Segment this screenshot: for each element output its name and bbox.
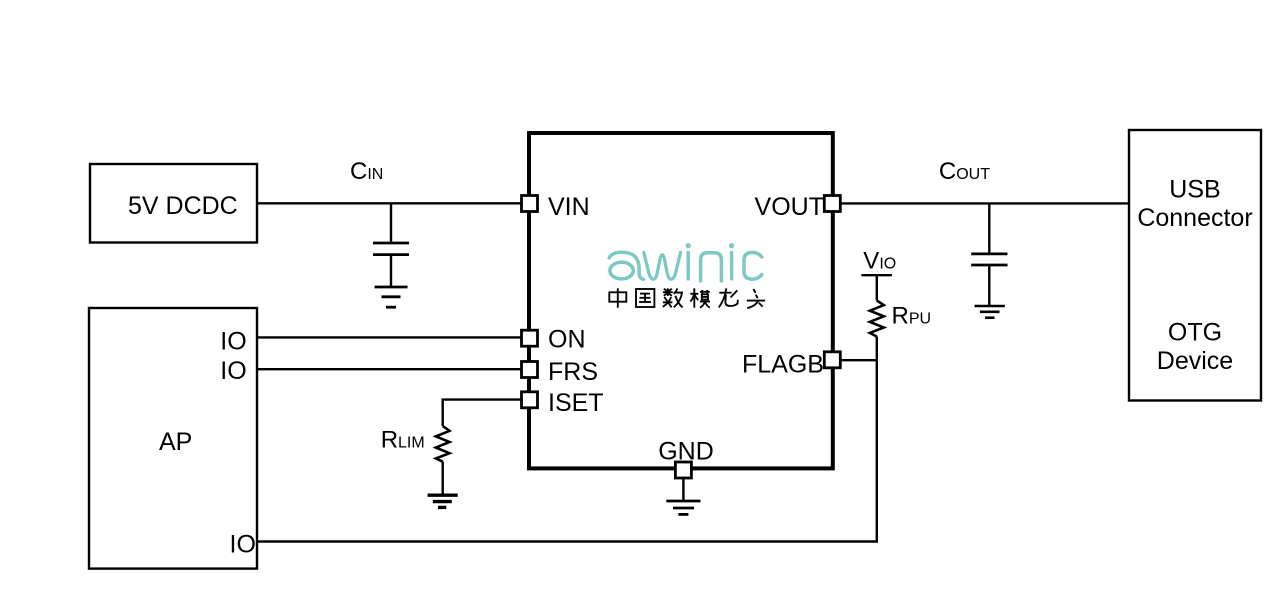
svg-text:GND: GND — [658, 438, 714, 466]
svg-text:FRS: FRS — [548, 358, 598, 386]
svg-text:IO: IO — [220, 327, 246, 355]
svg-text:IO: IO — [220, 357, 246, 385]
svg-text:IO: IO — [230, 531, 256, 559]
svg-text:ON: ON — [548, 326, 586, 354]
svg-text:FLAGB: FLAGB — [742, 351, 824, 379]
svg-text:VOUT: VOUT — [755, 193, 824, 221]
svg-text:Device: Device — [1157, 347, 1233, 375]
svg-text:AP: AP — [159, 428, 192, 456]
svg-text:OTG: OTG — [1168, 319, 1222, 347]
svg-text:USB: USB — [1169, 176, 1220, 204]
svg-text:VIN: VIN — [548, 193, 590, 221]
svg-text:Connector: Connector — [1137, 204, 1252, 232]
svg-text:5V DCDC: 5V DCDC — [128, 192, 238, 220]
svg-text:ISET: ISET — [548, 389, 604, 417]
